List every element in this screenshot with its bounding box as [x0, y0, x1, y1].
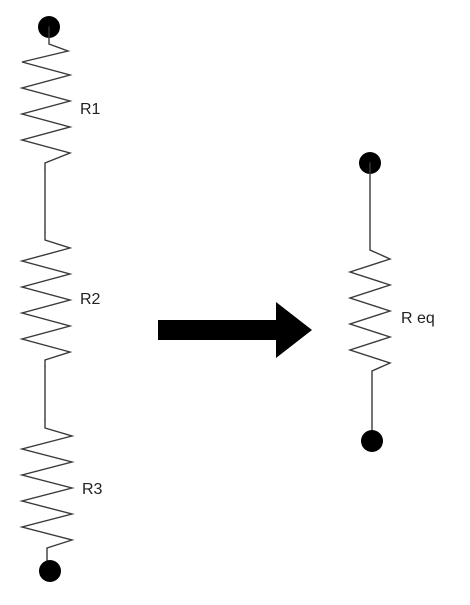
- right-arrow-icon: [158, 302, 312, 358]
- resistor-r2: [19, 231, 73, 367]
- series-circuit: R1 R2 R3: [19, 16, 103, 582]
- resistor-req: [347, 162, 393, 441]
- resistor-r2-label: R2: [80, 291, 101, 308]
- equivalent-circuit: R eq: [347, 152, 435, 452]
- resistor-req-label: R eq: [401, 310, 435, 327]
- resistor-r3-label: R3: [82, 481, 103, 498]
- equivalent-bottom-terminal: [361, 430, 383, 452]
- resistor-r3: [19, 419, 75, 571]
- bottom-terminal: [39, 560, 61, 582]
- resistor-r1-label: R1: [80, 101, 101, 118]
- resistor-r1: [19, 26, 73, 171]
